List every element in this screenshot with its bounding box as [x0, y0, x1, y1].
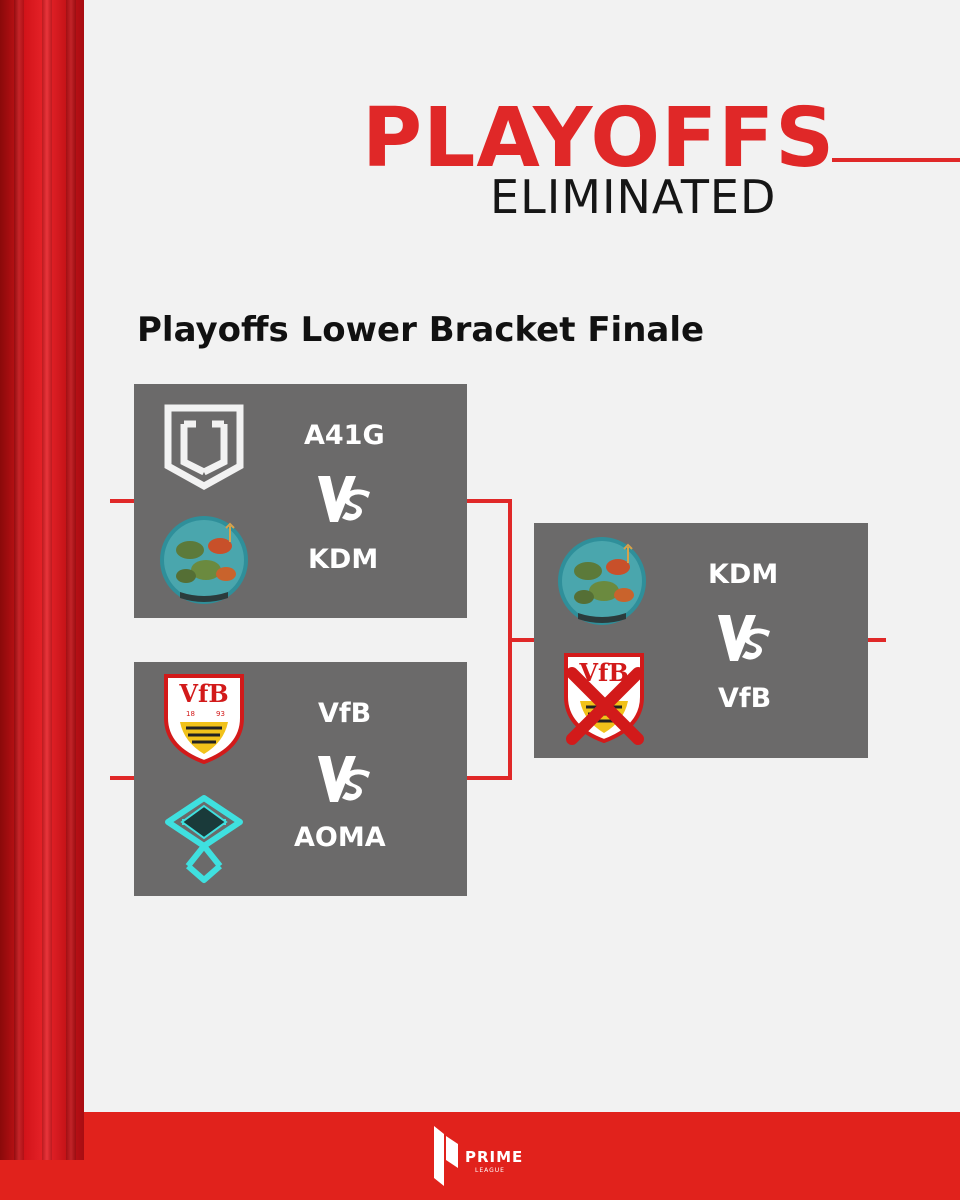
svg-text:93: 93	[216, 710, 225, 718]
bracket-title: Playoffs Lower Bracket Finale	[137, 310, 705, 350]
title-accent-line	[832, 158, 960, 162]
team-name-vfb: VfB	[318, 698, 372, 729]
svg-text:VfB: VfB	[178, 679, 228, 708]
kdm-piranha-logo	[558, 537, 646, 625]
match-card-semifinal-1: A41G KDM	[134, 384, 467, 618]
vs-icon	[718, 615, 770, 661]
curtain-decoration	[0, 0, 84, 1160]
vs-icon	[318, 476, 370, 522]
aoma-diamond-logo	[165, 795, 243, 883]
team-name-kdm: KDM	[708, 559, 779, 590]
footer-bar	[84, 1112, 960, 1200]
brand-name: PRIME	[465, 1148, 524, 1166]
vs-icon	[318, 756, 370, 802]
team-name-kdm: KDM	[308, 544, 379, 575]
eliminated-cross-icon	[566, 667, 644, 745]
team-name-aoma: AOMA	[294, 822, 386, 853]
prime-league-logo-icon	[434, 1126, 458, 1186]
team-name-a41g: A41G	[304, 420, 385, 451]
a41g-logo	[164, 404, 244, 490]
kdm-piranha-logo	[160, 516, 248, 604]
vfb-crest-logo: VfB 18 93	[164, 674, 244, 764]
brand-subtitle: LEAGUE	[475, 1167, 505, 1174]
match-card-semifinal-2: VfB 18 93 VfB AOMA	[134, 662, 467, 896]
team-name-vfb-eliminated: VfB	[718, 683, 772, 714]
svg-text:18: 18	[186, 710, 195, 718]
curtain-bottom	[0, 1160, 84, 1200]
match-card-final: KDM VfB VfB	[534, 523, 868, 758]
page-title: PLAYOFFS	[362, 91, 836, 186]
page-subtitle: ELIMINATED	[490, 170, 777, 224]
